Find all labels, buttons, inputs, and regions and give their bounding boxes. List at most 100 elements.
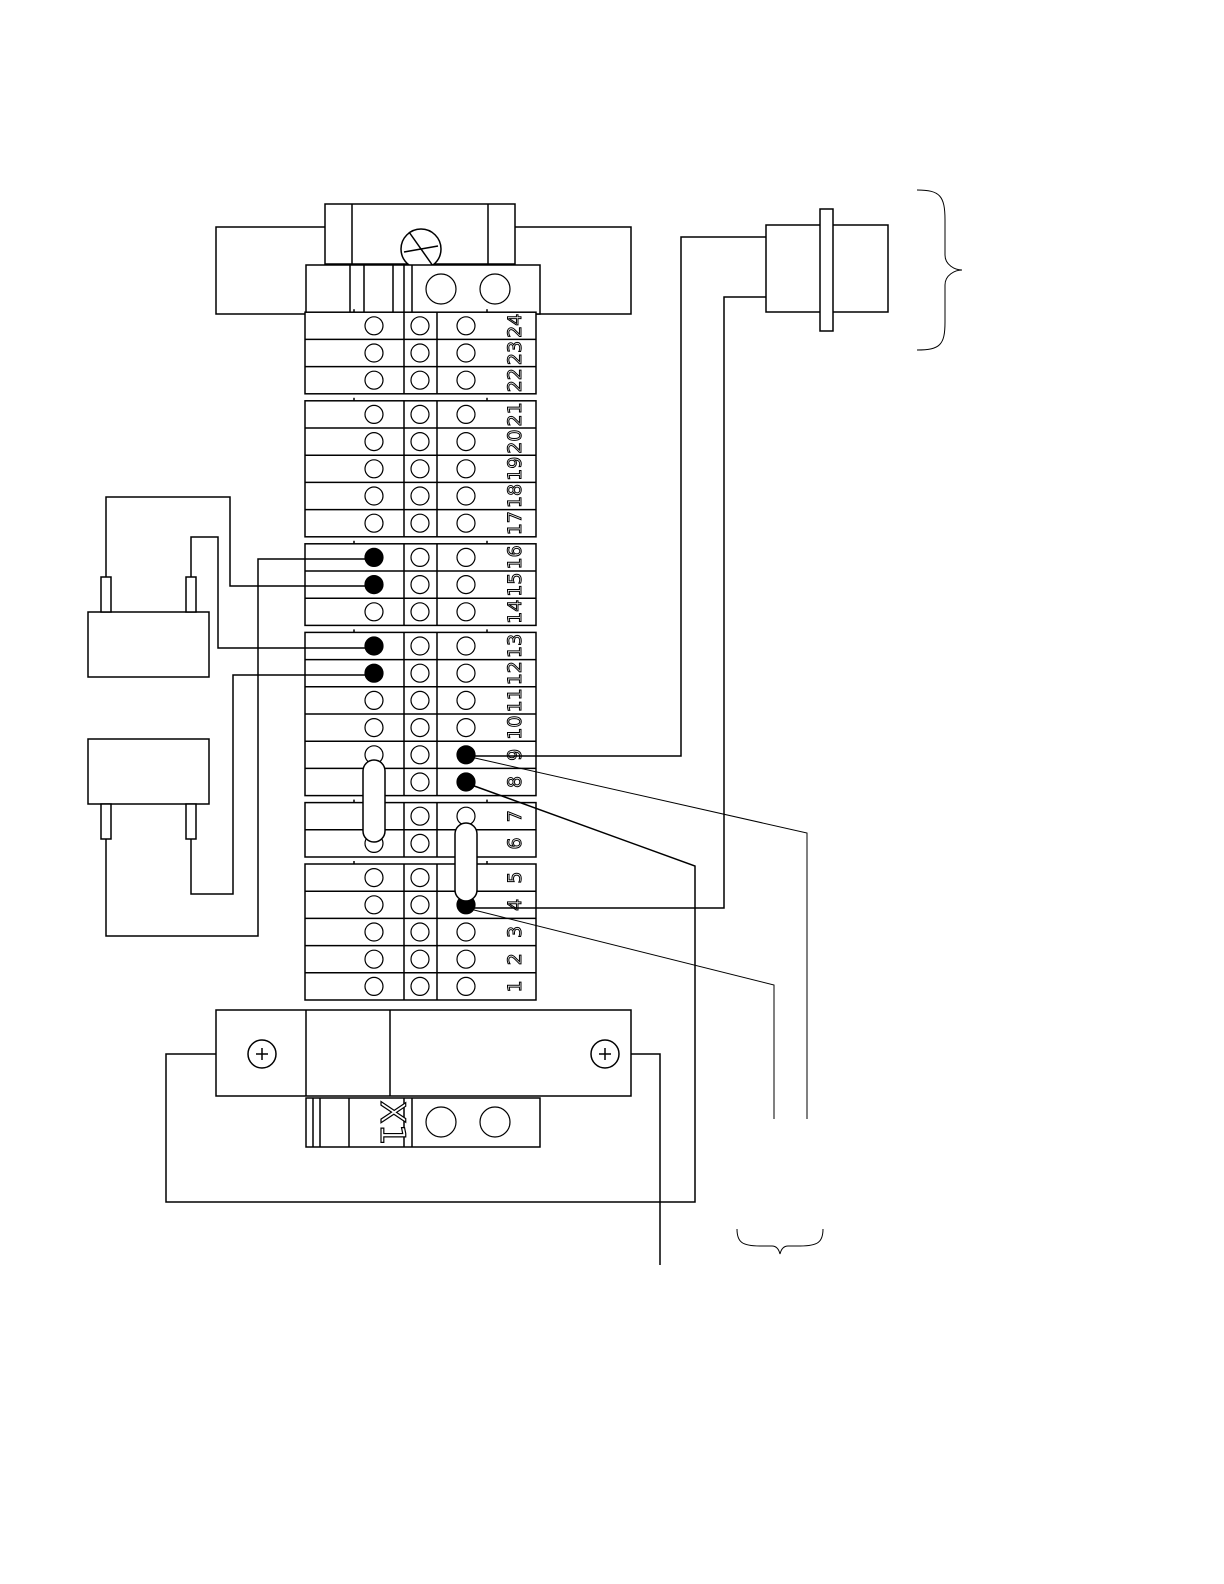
- terminal-18-inner-clamp: [457, 487, 475, 505]
- terminal-9-middle-clamp: [411, 746, 429, 764]
- terminal-number-label: 12: [504, 661, 526, 685]
- screw-head-icon: [401, 229, 441, 269]
- terminal-19-middle-clamp: [411, 460, 429, 478]
- terminal-number-label: 10: [504, 716, 526, 740]
- terminal-number-label: 5: [504, 872, 526, 884]
- terminal-2-inner-clamp: [457, 950, 475, 968]
- terminal-number-label: 14: [504, 600, 526, 624]
- terminal-12-middle-clamp: [411, 664, 429, 682]
- right-connector: [766, 209, 888, 331]
- terminal-7-middle-clamp: [411, 807, 429, 825]
- top-end-bracket: [216, 204, 631, 314]
- terminal-15-middle-clamp: [411, 576, 429, 594]
- terminal-3-inner-clamp: [457, 923, 475, 941]
- terminal-17-middle-clamp: [411, 514, 429, 532]
- bottom-end-bracket: X1: [216, 1010, 631, 1147]
- terminal-4-middle-clamp: [411, 896, 429, 914]
- terminal-21-middle-clamp: [411, 405, 429, 423]
- terminal-4-outer-clamp: [365, 896, 383, 914]
- terminal-22-middle-clamp: [411, 371, 429, 389]
- terminal-number-label: 19: [504, 457, 526, 481]
- terminal-1-middle-clamp: [411, 977, 429, 995]
- terminal-21-inner-clamp: [457, 405, 475, 423]
- upper-left-component: [88, 577, 209, 677]
- terminal-19-outer-clamp: [365, 460, 383, 478]
- terminal-3-outer-clamp: [365, 923, 383, 941]
- terminal-21-outer-clamp: [365, 405, 383, 423]
- terminal-13-inner-clamp: [457, 637, 475, 655]
- terminal-12-inner-clamp: [457, 664, 475, 682]
- bottom-brace: [737, 1229, 823, 1254]
- terminal-24-middle-clamp: [411, 317, 429, 335]
- terminal-18-middle-clamp: [411, 487, 429, 505]
- terminal-2-middle-clamp: [411, 950, 429, 968]
- terminal-10-outer-clamp: [365, 719, 383, 737]
- terminal-14-middle-clamp: [411, 603, 429, 621]
- terminal-number-label: 7: [504, 810, 526, 822]
- terminal-11-middle-clamp: [411, 691, 429, 709]
- terminal-8-inner-clamp: [457, 773, 475, 791]
- terminal-6-middle-clamp: [411, 834, 429, 852]
- terminal-block-label: X1: [372, 1101, 412, 1146]
- terminal-22-inner-clamp: [457, 371, 475, 389]
- terminal-number-label: 4: [504, 899, 526, 911]
- terminal-number-label: 6: [504, 837, 526, 849]
- terminal-12-outer-clamp: [365, 664, 383, 682]
- mounting-screw-icon: [591, 1040, 619, 1068]
- terminal-number-label: 11: [504, 688, 526, 712]
- terminal-13-middle-clamp: [411, 637, 429, 655]
- terminal-number-label: 18: [504, 484, 526, 508]
- terminal-13-outer-clamp: [365, 637, 383, 655]
- terminal-1-inner-clamp: [457, 977, 475, 995]
- terminal-16-outer-clamp: [365, 548, 383, 566]
- terminal-17-inner-clamp: [457, 514, 475, 532]
- terminal-24-inner-clamp: [457, 317, 475, 335]
- lower-left-component: [88, 739, 209, 839]
- terminal-16-inner-clamp: [457, 548, 475, 566]
- terminal-number-label: 23: [504, 341, 526, 365]
- terminal-number-label: 22: [504, 368, 526, 392]
- terminal-number-label: 3: [504, 926, 526, 938]
- terminal-9-inner-clamp: [457, 746, 475, 764]
- terminal-15-outer-clamp: [365, 576, 383, 594]
- terminal-number-label: 20: [504, 430, 526, 454]
- terminal-15-inner-clamp: [457, 576, 475, 594]
- terminal-number-label: 16: [504, 545, 526, 569]
- terminal-16-middle-clamp: [411, 548, 429, 566]
- terminal-5-outer-clamp: [365, 869, 383, 887]
- terminal-number-label: 24: [504, 314, 526, 338]
- terminal-11-outer-clamp: [365, 691, 383, 709]
- terminal-number-label: 21: [504, 402, 526, 426]
- terminal-1-outer-clamp: [365, 977, 383, 995]
- terminal-20-middle-clamp: [411, 433, 429, 451]
- top-right-brace: [917, 190, 962, 350]
- terminal-number-label: 17: [504, 511, 526, 535]
- terminal-8-middle-clamp: [411, 773, 429, 791]
- terminal-number-label: 1: [504, 980, 526, 992]
- terminal-22-outer-clamp: [365, 371, 383, 389]
- terminal-20-inner-clamp: [457, 433, 475, 451]
- jumper-6-8: [363, 760, 385, 842]
- terminal-19-inner-clamp: [457, 460, 475, 478]
- terminal-number-label: 9: [504, 749, 526, 761]
- terminal-10-middle-clamp: [411, 719, 429, 737]
- terminal-3-middle-clamp: [411, 923, 429, 941]
- terminal-23-inner-clamp: [457, 344, 475, 362]
- terminal-17-outer-clamp: [365, 514, 383, 532]
- terminal-14-inner-clamp: [457, 603, 475, 621]
- terminal-5-middle-clamp: [411, 869, 429, 887]
- terminal-23-outer-clamp: [365, 344, 383, 362]
- terminal-number-label: 15: [504, 573, 526, 597]
- terminal-24-outer-clamp: [365, 317, 383, 335]
- terminal-11-inner-clamp: [457, 691, 475, 709]
- terminal-number-label: 2: [504, 953, 526, 965]
- terminal-20-outer-clamp: [365, 433, 383, 451]
- terminal-18-outer-clamp: [365, 487, 383, 505]
- terminal-number-label: 13: [504, 634, 526, 658]
- terminal-2-outer-clamp: [365, 950, 383, 968]
- jumper-4-6: [455, 823, 477, 901]
- terminal-10-inner-clamp: [457, 719, 475, 737]
- terminal-14-outer-clamp: [365, 603, 383, 621]
